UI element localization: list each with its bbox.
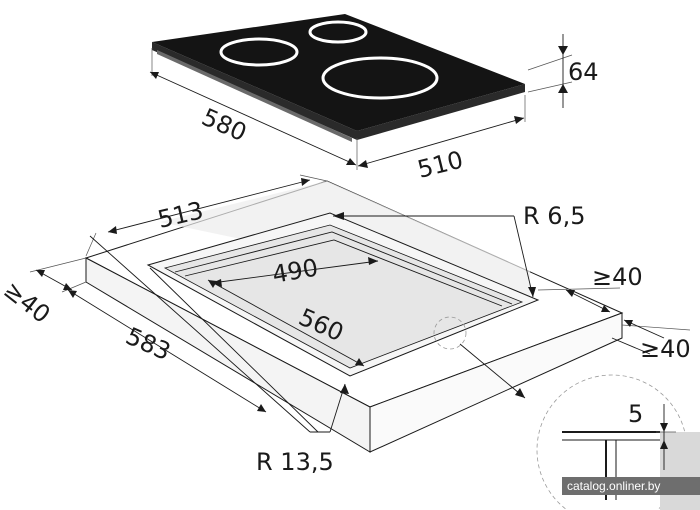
cooking-zone-small [219,37,299,67]
detail-callout: 5 [536,374,700,510]
worktop-side-face [369,312,623,453]
detail-thickness-label: 5 [628,400,643,428]
detail-worktop-block [660,432,700,510]
min-back-label: ≥40 [640,335,691,363]
hob-width-label: 580 [198,103,251,147]
hob-glass-edge [152,42,525,140]
detail-marker-circle [433,316,467,350]
cooking-zone-large [321,56,439,100]
hob-illustration [152,14,525,142]
min-front-label: ≥40 [0,276,55,329]
dim-cutout-depth: 490 [211,253,379,289]
min-side-label: ≥40 [592,263,643,291]
detail-leader [459,343,526,399]
cutout-radius-label: R 6,5 [523,202,585,230]
watermark-text: catalog.onliner.by [567,479,660,493]
dim-min-side: ≥40 [537,263,643,313]
dim-cutout-radius: R 6,5 [333,202,585,298]
hob-frame [157,50,352,142]
dim-min-back: ≥40 [611,319,691,363]
watermark: catalog.onliner.by [562,477,700,495]
hob-depth-label: 510 [415,146,466,184]
hob-glass-top [152,14,525,131]
corner-radius-label: R 13,5 [256,448,334,476]
dim-corner-radius: R 13,5 [89,235,349,476]
hob-height-label: 64 [568,58,599,86]
dim-hob-height: 64 [527,34,599,108]
worktop-illustration [84,180,624,453]
cooking-zone-tiny [308,20,368,44]
cutout-floor [163,224,524,369]
